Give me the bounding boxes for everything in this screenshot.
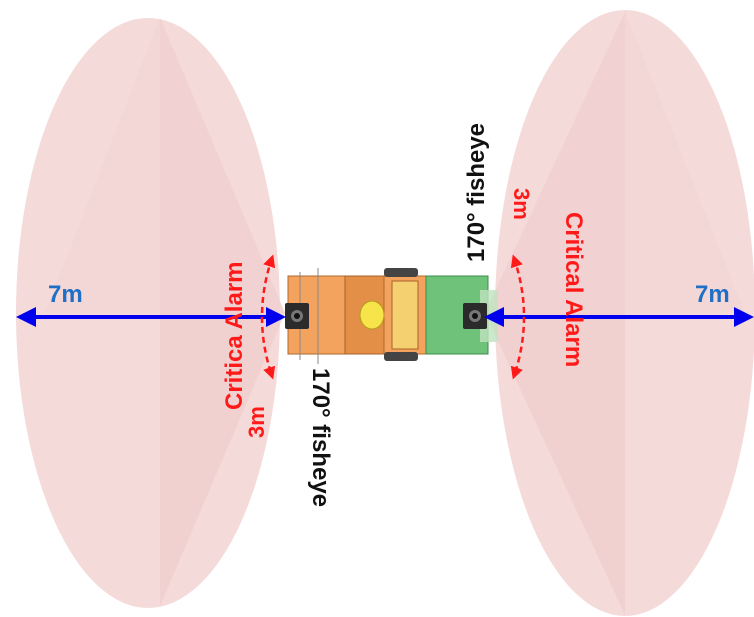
right-camera-icon: [463, 303, 487, 329]
left-camera-icon: [285, 303, 309, 329]
left-alarm-arc: [260, 254, 276, 380]
right-alarm-distance-label: 3m: [509, 188, 534, 220]
right-distance-label: 7m: [695, 281, 730, 308]
right-alarm-arc: [510, 254, 526, 380]
left-alarm-label: Critica Alarm: [221, 262, 248, 411]
right-coverage-zone: [485, 10, 754, 616]
driver-helmet: [359, 300, 385, 330]
left-fisheye-label: 170° fisheye: [307, 368, 334, 507]
right-fisheye-label: 170° fisheye: [463, 123, 490, 262]
left-distance-label: 7m: [48, 281, 83, 308]
left-alarm-distance-label: 3m: [244, 406, 269, 438]
right-alarm-label: Critical Alarm: [560, 212, 587, 367]
